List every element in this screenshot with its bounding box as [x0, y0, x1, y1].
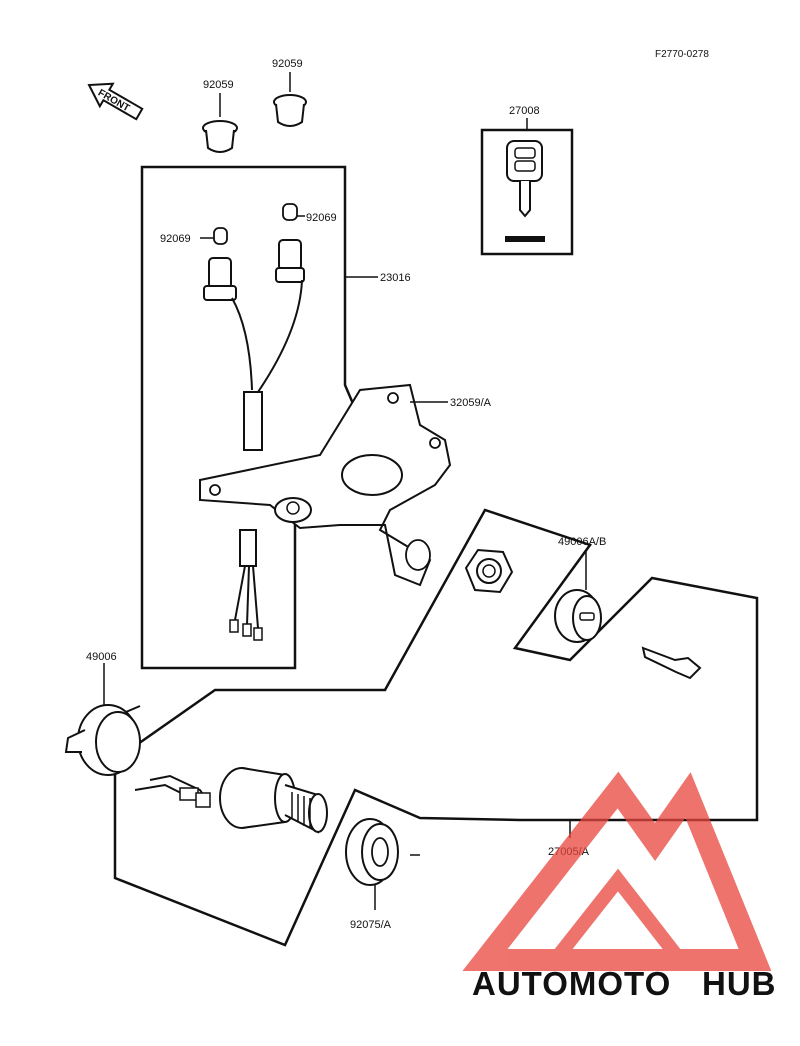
bulb-92069-right: [282, 203, 298, 221]
ring-92075: [345, 818, 420, 886]
front-arrow: FRONT: [87, 82, 144, 121]
label-49006: 49006: [86, 651, 117, 663]
hex-nut: [464, 548, 514, 594]
label-23016: 23016: [380, 272, 411, 284]
label-92059-right: 92059: [272, 58, 303, 70]
bulb-92069-left: [213, 227, 228, 245]
label-92069-right: 92069: [306, 212, 337, 224]
cap-92059-right: [273, 94, 307, 127]
cover-cap: [554, 589, 602, 643]
socket-harness: [203, 239, 305, 641]
watermark-part1: AUTOMOTO: [472, 965, 671, 1002]
label-92075: 92075/A: [350, 919, 392, 931]
label-27008: 27008: [509, 105, 540, 117]
label-92059-left: 92059: [203, 79, 234, 91]
label-32059: 32059/A: [450, 397, 492, 409]
reference-code: F2770-0278: [655, 49, 709, 60]
cap-92059-left: [202, 120, 238, 153]
key: [641, 646, 702, 680]
watermark-text: AUTOMOTO HUB: [472, 965, 777, 1002]
bracket: [199, 383, 452, 587]
key-card: [480, 128, 574, 256]
ignition-switch: [134, 767, 328, 834]
lock-group-outline: [113, 508, 759, 947]
cover-49006: [64, 704, 141, 776]
label-92069-left: 92069: [160, 233, 191, 245]
watermark-part2: HUB: [702, 965, 777, 1002]
watermark-logo: [462, 771, 772, 971]
label-49006AB: 49006A/B: [558, 536, 606, 548]
